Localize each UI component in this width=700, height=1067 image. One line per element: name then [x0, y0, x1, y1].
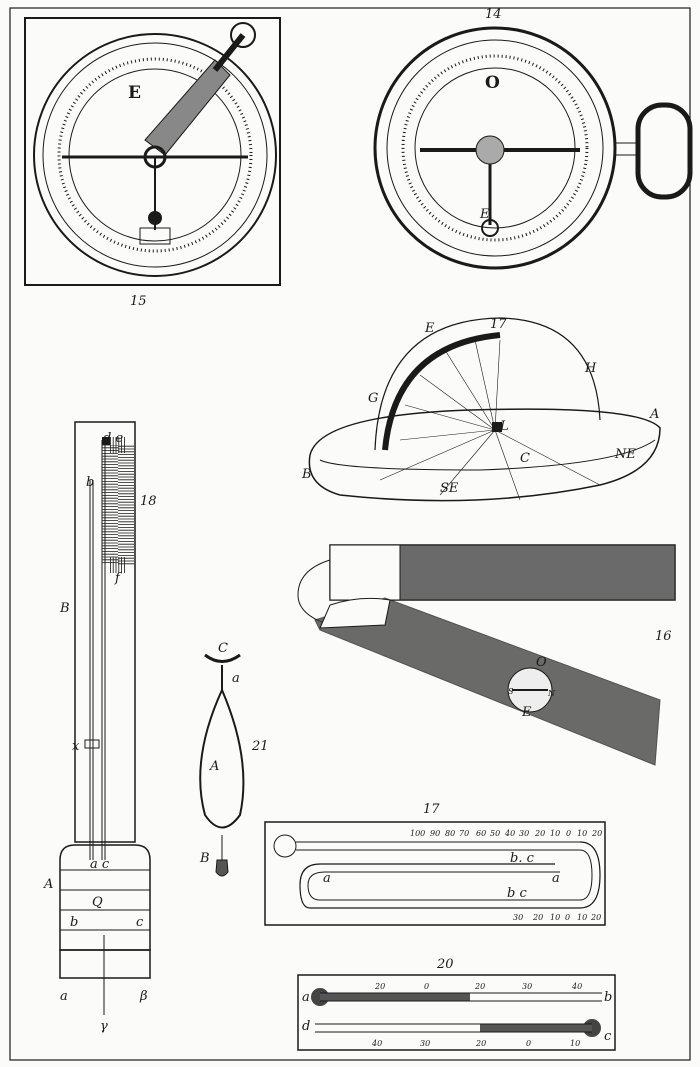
fig18-label-a: a [60, 989, 68, 1004]
scale-tick-label: 20 [534, 829, 545, 838]
figure-18-thermometer-column: d e b f B x A a c Q b c a β γ 18 [43, 421, 157, 1034]
fig18-label-f: f [114, 571, 122, 586]
scale-tick-label: 30 [420, 1039, 430, 1048]
fig15-label-e: E [128, 83, 141, 103]
fig20-label-a: a [302, 990, 310, 1005]
fig14-number: 14 [485, 7, 502, 22]
scale-tick-label: 20 [474, 982, 485, 991]
scale-tick-label: 100 [410, 829, 425, 838]
fig18-label-a-upper: A [43, 877, 53, 892]
fig17b-lower-scale: 30 20 10 0 10 20 [513, 913, 601, 922]
scale-tick-label: 20 [475, 1039, 486, 1048]
fig17b-upper-scale: 100 90 80 70 60 50 40 30 20 10 0 10 20 [410, 829, 602, 838]
fig17t-label-h: H [584, 361, 597, 376]
fig18-number: 18 [140, 494, 157, 509]
scale-tick-label: 10 [577, 829, 587, 838]
fig17b-label-a-left: a [323, 871, 331, 886]
scale-tick-label: 30 [513, 913, 523, 922]
scale-tick-label: 10 [550, 913, 560, 922]
fig17t-label-a: A [649, 407, 659, 422]
fig20-upper-scale: 20 0 20 30 40 [374, 982, 582, 991]
fig20-label-d: d [302, 1019, 310, 1034]
fig21-label-a: A [209, 759, 219, 774]
fig17b-number: 17 [423, 802, 440, 817]
fig14-label-o: O [485, 73, 500, 93]
fig17t-label-e: E [424, 321, 435, 336]
fig14-label-e: E [479, 207, 490, 222]
scale-tick-label: 20 [591, 829, 602, 838]
fig20-lower-scale: 40 30 20 0 10 [371, 1039, 580, 1048]
fig18-label-q: Q [92, 895, 103, 910]
fig16-number: 16 [655, 629, 672, 644]
fig20-label-b: b [604, 990, 612, 1005]
scale-tick-label: 30 [519, 829, 529, 838]
figure-14-compass: O E 14 [373, 7, 693, 270]
figure-17-semicircle-instrument: E H G L A NE B C SE 17 [301, 317, 661, 502]
fig20-number: 20 [436, 957, 454, 972]
scale-tick-label: 20 [374, 982, 385, 991]
fig18-label-ac: a c [90, 857, 110, 872]
scale-tick-label: 10 [550, 829, 560, 838]
scale-tick-label: 60 [476, 829, 486, 838]
figure-15-compass: E 15 [24, 17, 281, 309]
scale-tick-label: 0 [424, 982, 429, 991]
fig20-label-c: c [604, 1029, 612, 1044]
scale-tick-label: 0 [566, 829, 571, 838]
fig17b-label-a-right: a [552, 871, 560, 886]
fig18-label-b-upper: B [59, 601, 70, 616]
fig18-label-gamma: γ [100, 1019, 108, 1034]
scale-tick-label: 20 [590, 913, 601, 922]
scale-tick-label: 50 [490, 829, 500, 838]
fig18-label-beta: β [139, 989, 148, 1004]
scale-tick-label: 10 [570, 1039, 580, 1048]
figure-21-plumb-bob: C a A B 21 [199, 641, 269, 877]
figure-17-folded-thermometer: 17 100 90 80 70 60 50 40 30 20 10 0 10 2… [264, 802, 606, 926]
fig17t-label-ne: NE [614, 447, 636, 462]
figure-20-thermometers: 20 20 0 20 30 40 40 30 20 0 10 a b d c [297, 957, 616, 1051]
fig18-label-b: b [86, 475, 94, 490]
fig21-label-a-lower: a [232, 671, 240, 686]
fig15-number: 15 [130, 294, 147, 309]
fig21-label-b: B [199, 851, 210, 866]
fig16-label-s: S [508, 687, 514, 696]
fig17b-label-bc-lower: b c [507, 886, 527, 901]
scale-tick-label: 40 [571, 982, 582, 991]
fig17t-label-se: SE [440, 481, 459, 496]
scale-tick-label: 0 [565, 913, 570, 922]
scale-tick-label: 30 [522, 982, 532, 991]
fig17t-label-b: B [301, 467, 312, 482]
fig17t-label-g: G [368, 391, 378, 406]
fig18-label-b2: b [70, 915, 78, 930]
fig18-label-c: c [136, 915, 144, 930]
fig17b-label-bc-upper: b. c [510, 851, 535, 866]
fig21-number: 21 [251, 739, 269, 754]
fig18-label-de: d e [103, 431, 123, 446]
fig17t-label-c: C [520, 451, 530, 466]
scale-tick-label: 0 [526, 1039, 531, 1048]
scale-tick-label: 10 [577, 913, 587, 922]
fig16-label-n: N [547, 689, 556, 698]
scale-tick-label: 40 [504, 829, 515, 838]
fig16-label-e: E [521, 705, 532, 720]
scale-tick-label: 90 [430, 829, 440, 838]
scale-tick-label: 20 [532, 913, 543, 922]
fig18-label-x: x [72, 739, 80, 754]
fig16-label-o: O [536, 655, 547, 670]
scale-tick-label: 80 [445, 829, 455, 838]
fig17t-label-l: L [499, 419, 509, 434]
scale-tick-label: 40 [371, 1039, 382, 1048]
plate-border [9, 7, 691, 1061]
fig17t-number: 17 [490, 317, 507, 332]
fig21-label-c: C [218, 641, 228, 656]
scale-tick-label: 70 [459, 829, 469, 838]
figure-16-level-instrument: O S N E 16 [297, 544, 676, 766]
